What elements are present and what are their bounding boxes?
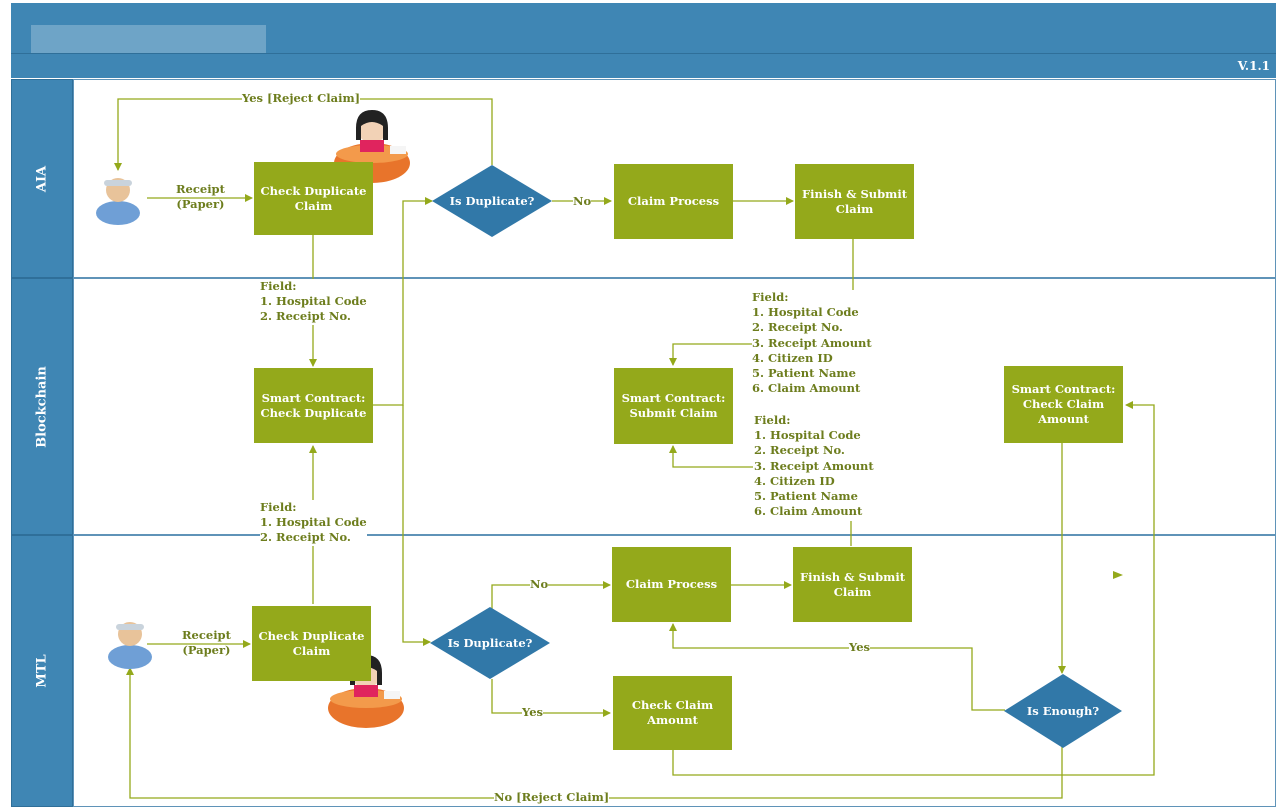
aia-no-label: No <box>573 194 592 209</box>
mtl-finish-submit-box: Finish & Submit Claim <box>793 547 912 622</box>
field-list-check-aia: Field: 1. Hospital Code 2. Receipt No. <box>260 279 367 325</box>
field-list-check-mtl: Field: 1. Hospital Code 2. Receipt No. <box>260 500 367 546</box>
aia-check-duplicate-box: Check Duplicate Claim <box>254 162 373 235</box>
smart-contract-check-amount-box: Smart Contract: Check Claim Amount <box>1004 366 1123 443</box>
smart-contract-submit-claim-box: Smart Contract: Submit Claim <box>614 368 733 444</box>
field-item: 1. Hospital Code <box>754 428 861 443</box>
mtl-is-duplicate-diamond <box>430 607 550 679</box>
mtl-check-duplicate-box: Check Duplicate Claim <box>252 606 371 681</box>
mtl-is-duplicate-text: Is Duplicate? <box>447 636 533 650</box>
version-label: V.1.1 <box>1237 59 1270 73</box>
field-item: 1. Hospital Code <box>260 294 367 309</box>
field-item: 3. Receipt Amount <box>754 458 874 473</box>
field-list-title: Field: <box>754 413 791 427</box>
mtl-is-enough-diamond <box>1004 674 1122 748</box>
aia-customer-icon <box>96 178 140 225</box>
stray-arrowhead <box>1113 571 1123 579</box>
edge-mtl-check-amount-up <box>672 401 1155 776</box>
field-list-title: Field: <box>260 279 297 293</box>
smart-contract-check-duplicate-box: Smart Contract: Check Duplicate <box>254 368 373 443</box>
edge-submit-aia <box>669 343 753 366</box>
field-item: 3. Receipt Amount <box>752 335 872 350</box>
aia-yes-reject-label: Yes [Reject Claim] <box>242 91 361 106</box>
lane-header-mtl: MTL <box>11 535 73 807</box>
edge-submit-mtl <box>669 445 753 468</box>
field-list-title: Field: <box>752 290 789 304</box>
field-item: 2. Receipt No. <box>260 309 351 324</box>
edge-smart-dup-mtl-decision <box>402 405 431 646</box>
field-item: 1. Hospital Code <box>260 515 367 530</box>
edge-mtl-no <box>491 581 611 609</box>
mtl-is-enough-text: Is Enough? <box>1026 704 1100 718</box>
mtl-no-reject-label: No [Reject Claim] <box>494 790 610 805</box>
field-item: 2. Receipt No. <box>754 443 845 458</box>
edge-mtl-enough-yes <box>669 623 1005 711</box>
field-item: 2. Receipt No. <box>752 320 843 335</box>
mtl-enough-yes-label: Yes <box>849 640 871 655</box>
field-item: 4. Citizen ID <box>754 473 835 488</box>
mtl-no-label: No <box>530 577 549 592</box>
field-list-title: Field: <box>260 500 297 514</box>
field-item: 2. Receipt No. <box>260 530 351 545</box>
header-bar <box>11 3 1276 54</box>
field-list-submit-aia: Field: 1. Hospital Code 2. Receipt No. 3… <box>752 290 872 397</box>
aia-is-duplicate-text: Is Duplicate? <box>449 194 535 208</box>
edge-mtl-yes <box>491 679 611 717</box>
mtl-check-claim-amount-box: Check Claim Amount <box>613 676 732 750</box>
header-title <box>31 25 266 53</box>
lane-header-aia: AIA <box>11 79 73 278</box>
field-item: 4. Citizen ID <box>752 350 833 365</box>
mtl-receipt-label: Receipt (Paper) <box>182 628 231 657</box>
field-list-submit-mtl: Field: 1. Hospital Code 2. Receipt No. 3… <box>754 413 874 520</box>
field-item: 6. Claim Amount <box>752 381 861 396</box>
aia-finish-submit-box: Finish & Submit Claim <box>795 164 914 239</box>
aia-receipt-label: Receipt (Paper) <box>176 182 225 211</box>
edge-smart-dup-aia-decision <box>373 197 433 406</box>
mtl-yes-label: Yes <box>522 705 544 720</box>
edge-aia-yes-reject <box>114 98 493 171</box>
field-item: 5. Patient Name <box>754 489 858 504</box>
aia-is-duplicate-diamond <box>432 165 552 237</box>
version-bar: V.1.1 <box>11 54 1276 78</box>
mtl-claim-process-box: Claim Process <box>612 547 731 622</box>
edge-mtl-no-reject <box>126 667 1063 799</box>
aia-claim-process-box: Claim Process <box>614 164 733 239</box>
lane-header-blockchain: Blockchain <box>11 278 73 535</box>
field-item: 1. Hospital Code <box>752 305 859 320</box>
mtl-customer-icon <box>108 622 152 669</box>
field-item: 6. Claim Amount <box>754 504 863 519</box>
field-item: 5. Patient Name <box>752 366 856 381</box>
